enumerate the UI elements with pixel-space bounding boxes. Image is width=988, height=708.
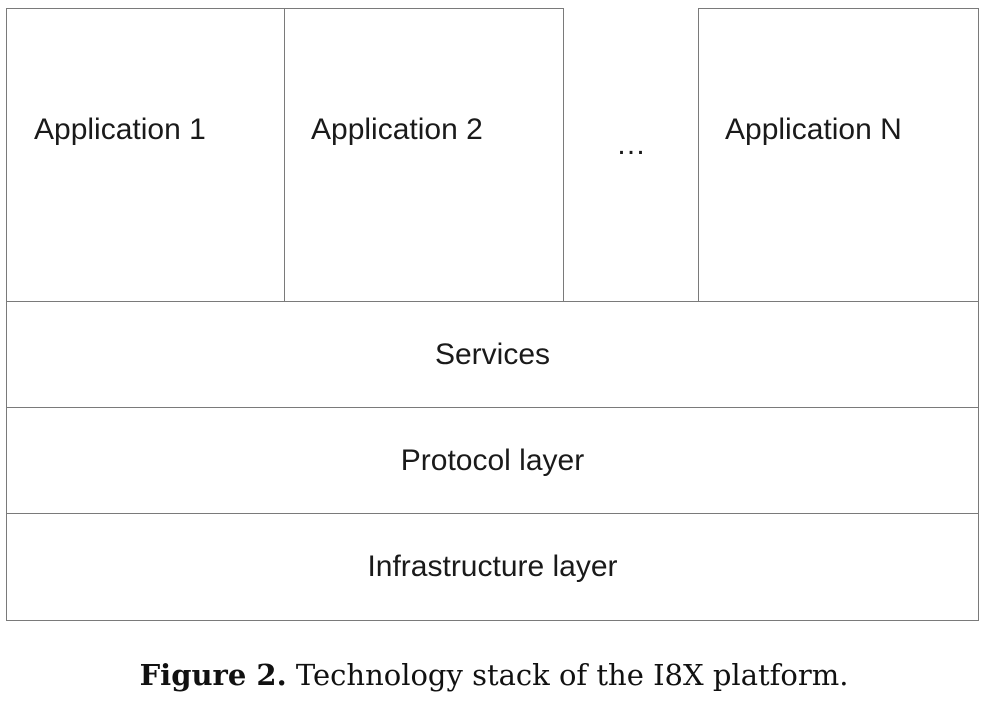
protocol-layer-label: Protocol layer — [400, 444, 585, 477]
infrastructure-layer-label: Infrastructure layer — [367, 550, 618, 583]
application-label-n: Application N — [725, 113, 902, 146]
protocol-layer: Protocol layer — [6, 407, 979, 515]
figure-caption-text: Technology stack of the I8X platform. — [295, 658, 849, 692]
infrastructure-layer: Infrastructure layer — [6, 513, 979, 621]
services-label: Services — [434, 338, 551, 371]
application-box-1: Application 1 — [6, 8, 286, 303]
application-box-n: Application N — [698, 8, 979, 303]
services-layer: Services — [6, 301, 979, 409]
figure-caption: Figure 2. Technology stack of the I8X pl… — [0, 658, 988, 692]
application-label-1: Application 1 — [34, 113, 206, 146]
figure-caption-label: Figure 2. — [139, 658, 287, 692]
application-ellipsis: … — [616, 128, 646, 161]
application-box-2: Application 2 — [284, 8, 564, 303]
application-label-2: Application 2 — [311, 113, 483, 146]
